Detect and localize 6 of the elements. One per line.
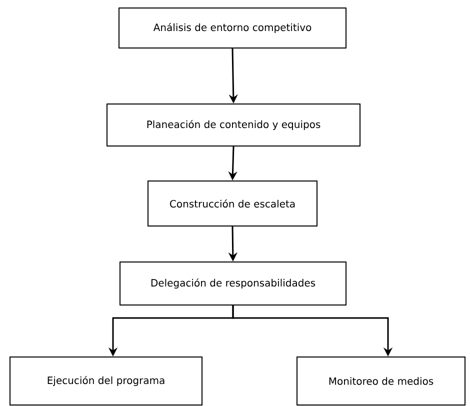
process-box: Análisis de entorno competitivo: [118, 8, 346, 48]
process-box: Delegación de responsabilidades: [120, 262, 346, 306]
process-box: Construcción de escaleta: [148, 180, 318, 226]
process-box: Ejecución del programa: [10, 356, 202, 406]
process-box: Monitoreo de medios: [296, 356, 466, 406]
process-box: Planeación de contenido y equipos: [106, 104, 360, 146]
